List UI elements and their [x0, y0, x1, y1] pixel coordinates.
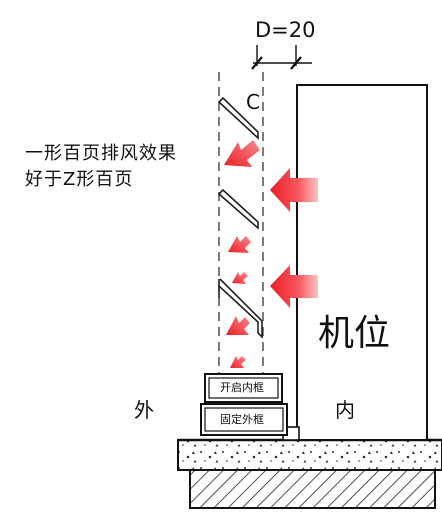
airflow-arrow-small-2	[228, 236, 251, 253]
note-line-1: 一形百页排风效果	[25, 143, 177, 164]
outer-frame-label: 固定外框	[220, 413, 264, 426]
airflow-arrow-large-1	[270, 168, 318, 212]
note-text: 一形百页排风效果 好于Z形百页	[25, 141, 177, 193]
airflow-arrow-small-5	[230, 356, 246, 368]
inside-label: 内	[335, 398, 355, 422]
dimension-line	[251, 45, 312, 70]
gap-label: C	[246, 90, 260, 114]
unit-block	[296, 84, 428, 441]
airflow-arrow-large-2	[270, 265, 318, 308]
airflow-arrow-small-4	[226, 316, 250, 335]
dimension-label: D=20	[255, 18, 316, 42]
airflow-arrow-small-1	[224, 140, 260, 167]
note-line-2: 好于Z形百页	[25, 169, 134, 190]
inner-frame-label: 开启内框	[220, 381, 264, 394]
outside-label: 外	[134, 398, 154, 422]
airflow-arrow-small-3	[232, 272, 248, 284]
louver-blades	[217, 96, 263, 339]
foundation	[177, 438, 442, 509]
unit-label: 机位	[318, 313, 391, 354]
